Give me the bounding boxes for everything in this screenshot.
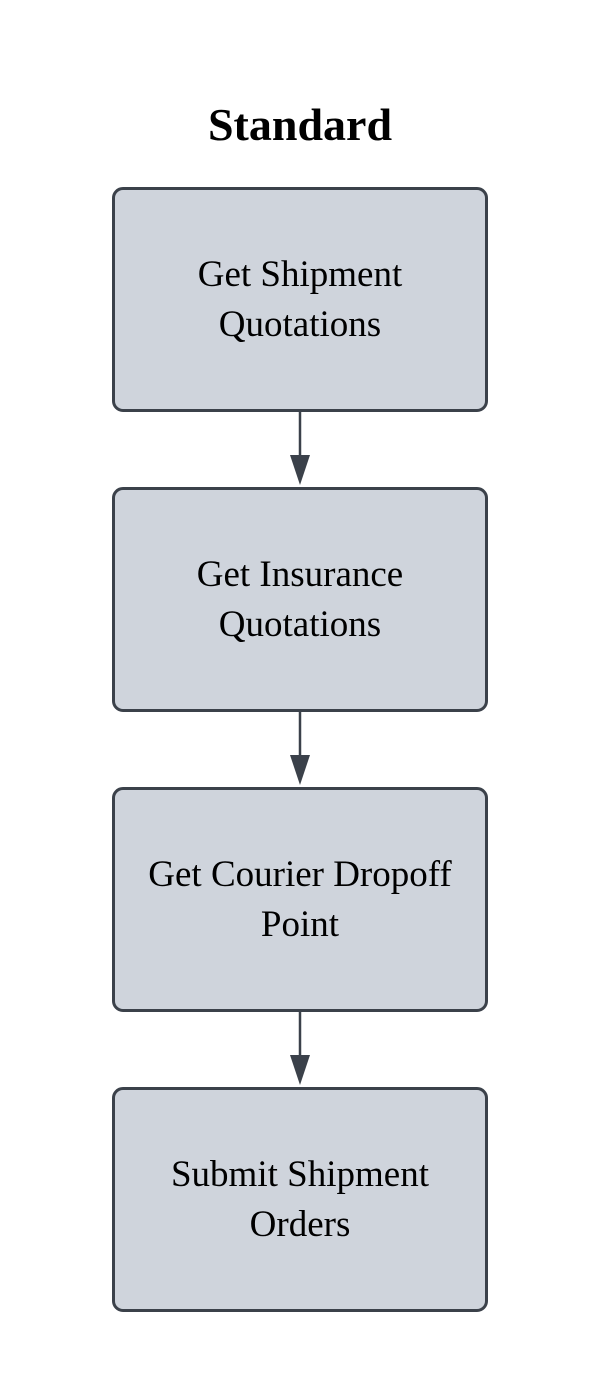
- step-label: Get Shipment Quotations: [197, 253, 403, 345]
- step-get-courier-dropoff-point: Get Courier Dropoff Point: [112, 787, 488, 1012]
- down-arrow-icon: [290, 1011, 310, 1085]
- diagram-title: Standard: [207, 99, 393, 150]
- down-arrow-icon: [290, 411, 310, 485]
- step-label: Submit Shipment Orders: [170, 1153, 429, 1245]
- step-get-shipment-quotations: Get Shipment Quotations: [112, 187, 488, 412]
- step-label: Get Courier Dropoff Point: [148, 853, 452, 945]
- step-get-insurance-quotations: Get Insurance Quotations: [112, 487, 488, 712]
- down-arrow-icon: [290, 711, 310, 785]
- step-label: Get Insurance Quotations: [196, 553, 404, 645]
- step-submit-shipment-orders: Submit Shipment Orders: [112, 1087, 488, 1312]
